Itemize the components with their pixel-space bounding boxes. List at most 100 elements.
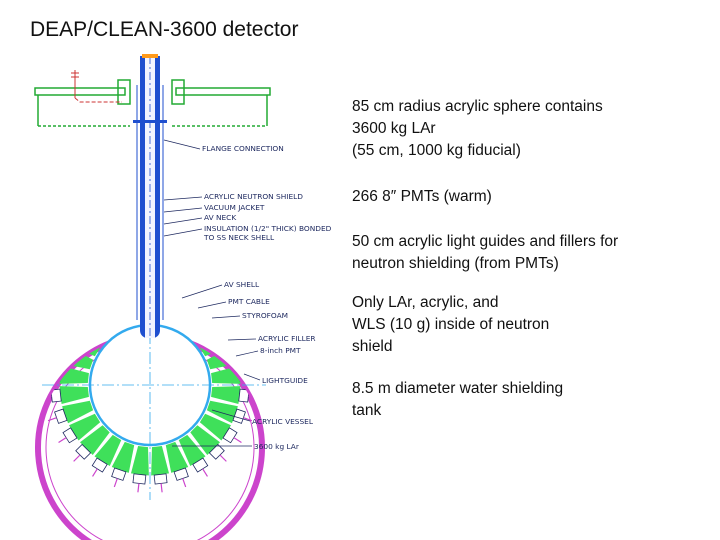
pmt-cable bbox=[92, 468, 98, 477]
pmt-cable bbox=[243, 348, 253, 353]
pmt-lightguide-assembly bbox=[59, 328, 101, 357]
pmt bbox=[232, 346, 246, 362]
pmt-lightguide-assembly bbox=[211, 386, 258, 405]
pmt-cable bbox=[160, 483, 163, 493]
pmt-cable bbox=[93, 294, 98, 302]
pmt-cable bbox=[47, 348, 57, 353]
pmt-lightguide-assembly bbox=[199, 413, 242, 444]
lightguide bbox=[79, 425, 110, 456]
pmt-cable bbox=[58, 437, 67, 443]
pmt bbox=[153, 473, 168, 485]
lightguide bbox=[165, 441, 189, 473]
pmt-cable bbox=[113, 478, 118, 488]
pmt bbox=[132, 473, 147, 485]
pmt bbox=[92, 298, 107, 312]
pmt-cable bbox=[243, 417, 253, 422]
info-item-lightguides: 50 cm acrylic light guides and fillers f… bbox=[352, 233, 619, 272]
pipe-fitting bbox=[71, 70, 122, 103]
pmt bbox=[174, 290, 188, 302]
pmt-cable bbox=[42, 372, 52, 375]
pmt-cable bbox=[47, 417, 57, 422]
lightguide bbox=[178, 434, 206, 466]
pmt-cable bbox=[59, 328, 67, 333]
pmt-cable bbox=[137, 483, 140, 493]
pmt-lightguide-assembly bbox=[73, 425, 110, 462]
lightguide bbox=[190, 425, 221, 456]
callout-leaders bbox=[163, 139, 261, 447]
lightguide bbox=[211, 386, 241, 405]
pmt-lightguide-assembly bbox=[151, 446, 170, 493]
lightguide bbox=[62, 400, 94, 424]
pmt-lightguide-assembly bbox=[106, 280, 138, 329]
pmt-cable bbox=[73, 454, 81, 462]
pmt-lightguide-assembly bbox=[178, 434, 209, 477]
pmt bbox=[54, 346, 68, 362]
label-lightguide: LIGHTGUIDE bbox=[262, 376, 308, 385]
slide-title: DEAP/CLEAN-3600 detector bbox=[30, 18, 299, 41]
lightguide bbox=[130, 446, 149, 476]
av-neck bbox=[133, 54, 167, 338]
label-vacuum-jacket: VACUUM JACKET bbox=[204, 203, 265, 212]
pmt-cable bbox=[202, 468, 208, 477]
lightguide bbox=[59, 365, 89, 384]
pmt-lightguide-assembly bbox=[58, 413, 101, 444]
pmt-lightguide-assembly bbox=[42, 386, 89, 405]
pmt-cable bbox=[203, 294, 208, 302]
label-3600-kg-lar: 3600 kg LAr bbox=[254, 442, 300, 451]
pmt-lightguide-assembly bbox=[91, 434, 122, 477]
label-av-shell: AV SHELL bbox=[224, 280, 260, 289]
label-pmt-cable: PMT CABLE bbox=[228, 297, 270, 306]
diagram-labels: FLANGE CONNECTION ACRYLIC NEUTRON SHIELD… bbox=[202, 144, 332, 451]
pmt-cable bbox=[74, 309, 80, 315]
pmt-lightguide-assembly bbox=[47, 400, 94, 424]
pmt-lightguide-assembly bbox=[165, 441, 189, 488]
lightguide bbox=[69, 413, 101, 441]
pmt bbox=[209, 311, 224, 326]
info-item-sphere: 85 cm radius acrylic sphere contains 360… bbox=[352, 98, 603, 159]
lightguide bbox=[59, 386, 89, 405]
pmt-lightguide-assembly bbox=[206, 400, 253, 424]
label-acrylic-filler: ACRYLIC FILLER bbox=[258, 334, 316, 343]
pmt bbox=[76, 311, 91, 326]
lightguide bbox=[206, 400, 238, 424]
lightguide bbox=[112, 297, 138, 329]
label-acrylic-neutron-shield: ACRYLIC NEUTRON SHIELD bbox=[204, 192, 303, 201]
pmt-lightguide-assembly bbox=[130, 446, 149, 493]
pmt-lightguide-assembly bbox=[190, 425, 227, 462]
info-item-pmts: 266 8″ PMTs (warm) bbox=[352, 188, 492, 205]
label-av-neck: AV NECK bbox=[204, 213, 236, 222]
lightguide bbox=[211, 365, 241, 384]
pmt-cable bbox=[234, 328, 242, 333]
pmt-cable bbox=[183, 283, 186, 291]
pmt-cable bbox=[248, 372, 258, 375]
pmt bbox=[62, 336, 78, 343]
lightguide bbox=[94, 434, 122, 466]
pmt-lightguide-assembly bbox=[162, 280, 194, 329]
pmt-cable bbox=[220, 309, 226, 315]
label-styrofoam: STYROFOAM bbox=[242, 311, 288, 320]
pmt-cable bbox=[219, 454, 227, 462]
pmt-cable bbox=[182, 478, 187, 488]
lightguide bbox=[162, 297, 188, 329]
label-8-inch-pmt: 8-inch PMT bbox=[260, 346, 301, 355]
label-acrylic-vessel: ACRYLIC VESSEL bbox=[252, 417, 314, 426]
pmt bbox=[192, 457, 209, 473]
info-item-water-tank: 8.5 m diameter water shielding tank bbox=[352, 380, 564, 419]
label-neck-shell: TO SS NECK SHELL bbox=[203, 233, 275, 242]
label-insulation: INSULATION (1/2" THICK) BONDED bbox=[204, 224, 332, 233]
flange bbox=[34, 79, 271, 127]
lightguide bbox=[111, 441, 135, 473]
label-flange-connection: FLANGE CONNECTION bbox=[202, 144, 284, 153]
pmt-lightguide-assembly bbox=[85, 289, 125, 338]
pmt-lightguide-assembly bbox=[111, 441, 135, 488]
pmt-cable bbox=[233, 437, 242, 443]
info-item-materials: Only LAr, acrylic, and WLS (10 g) inside… bbox=[352, 294, 550, 355]
lightguide bbox=[151, 446, 170, 476]
lightguide bbox=[199, 413, 231, 441]
pmt bbox=[91, 457, 108, 473]
pmt-lightguide-assembly bbox=[175, 289, 215, 338]
pmt bbox=[112, 290, 126, 302]
pmt-lightguide-assembly bbox=[74, 309, 110, 345]
pmt-lightguide-assembly bbox=[190, 309, 226, 345]
